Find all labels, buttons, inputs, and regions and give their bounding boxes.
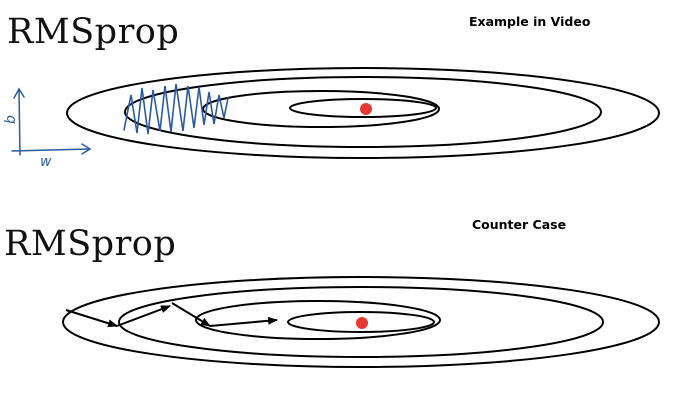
panel-title: RMSprop — [4, 224, 177, 264]
vertical-axis-label: b — [3, 115, 19, 124]
panel-counter-case: RMSprop Counter Case — [0, 208, 690, 416]
minimum-point — [356, 317, 368, 329]
minimum-point — [360, 103, 372, 115]
contour-ellipse-outer — [62, 276, 660, 368]
panel-title: RMSprop — [7, 12, 180, 52]
contour-diagram — [62, 276, 660, 368]
contour-ellipse-second — [202, 90, 440, 128]
contour-ellipse-third — [118, 286, 604, 358]
oscillation-trace — [123, 83, 229, 135]
contour-ellipse-outer — [66, 67, 660, 159]
step-arrow-3 — [171, 302, 211, 327]
contour-ellipse-inner — [287, 311, 435, 333]
panel-example-in-video: RMSprop Example in Video b w — [3, 12, 660, 170]
step-arrow-1 — [65, 309, 118, 328]
contour-diagram: b w — [3, 67, 660, 170]
contour-ellipse-second — [195, 300, 441, 340]
panel-caption: Counter Case — [472, 217, 567, 232]
horizontal-axis-arrow — [11, 143, 92, 155]
panel-caption: Example in Video — [469, 14, 591, 29]
contour-ellipse-third — [124, 76, 602, 148]
horizontal-axis-label: w — [40, 154, 52, 170]
step-arrow-4 — [209, 316, 278, 327]
vertical-axis-arrow — [13, 87, 25, 156]
contour-ellipse-inner — [289, 98, 437, 118]
step-arrow-2 — [116, 305, 171, 327]
